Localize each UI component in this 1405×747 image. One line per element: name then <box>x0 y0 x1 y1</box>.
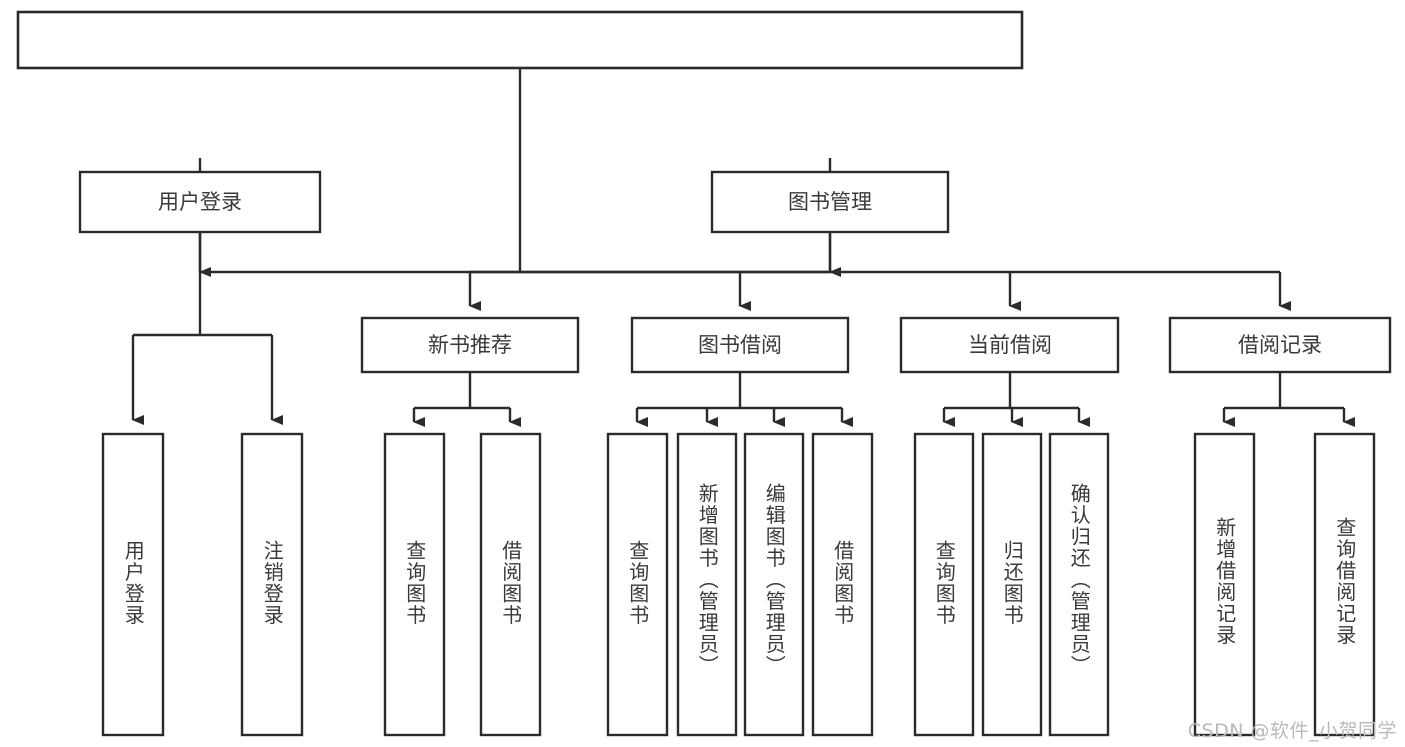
connector-layer <box>131 68 1355 427</box>
leaf-query-book-borrow-box[interactable] <box>606 432 669 737</box>
leaf-query-book-rec-box[interactable] <box>383 432 446 737</box>
book-borrow-box[interactable] <box>630 316 850 374</box>
book-borrow-label: 图书借阅 <box>698 333 782 357</box>
watermark: CSDN @软件_小贺同学 <box>1187 720 1397 742</box>
new-book-rec-box[interactable] <box>360 316 580 374</box>
node-user-login[interactable]: 用户登录 <box>78 170 322 234</box>
book-manage-label: 图书管理 <box>788 190 872 214</box>
current-borrow-label: 当前借阅 <box>968 333 1052 357</box>
leaf-query-book-cur-box[interactable] <box>913 432 975 737</box>
node-new-book-rec[interactable]: 新书推荐 <box>360 316 580 374</box>
new-book-rec-label: 新书推荐 <box>428 333 512 357</box>
node-book-manage[interactable]: 图书管理 <box>710 170 950 234</box>
leaf-borrow-book-rec-box[interactable] <box>479 432 542 737</box>
user-login-box[interactable] <box>78 170 322 234</box>
leaf-confirm-return-box[interactable] <box>1048 432 1110 737</box>
user-login-label: 用户登录 <box>158 190 242 214</box>
borrow-record-box[interactable] <box>1168 316 1392 374</box>
leaf-query-record-box[interactable] <box>1313 432 1376 737</box>
root-box[interactable] <box>16 10 1024 70</box>
leaf-user-logout-box[interactable] <box>240 432 304 737</box>
leaf-add-book-box[interactable] <box>676 432 738 737</box>
current-borrow-box[interactable] <box>899 316 1120 374</box>
book-manage-box[interactable] <box>710 170 950 234</box>
leaf-return-book-box[interactable] <box>981 432 1043 737</box>
node-root[interactable] <box>16 10 1024 70</box>
borrow-record-label: 借阅记录 <box>1238 333 1322 357</box>
node-book-borrow[interactable]: 图书借阅 <box>630 316 850 374</box>
leaf-borrow-book-box[interactable] <box>811 432 874 737</box>
leaf-user-login-box[interactable] <box>101 432 165 737</box>
node-current-borrow[interactable]: 当前借阅 <box>899 316 1120 374</box>
leaf-add-record-box[interactable] <box>1193 432 1256 737</box>
leaf-box-layer <box>101 432 1376 737</box>
leaf-edit-book-box[interactable] <box>743 432 805 737</box>
node-borrow-record[interactable]: 借阅记录 <box>1168 316 1392 374</box>
